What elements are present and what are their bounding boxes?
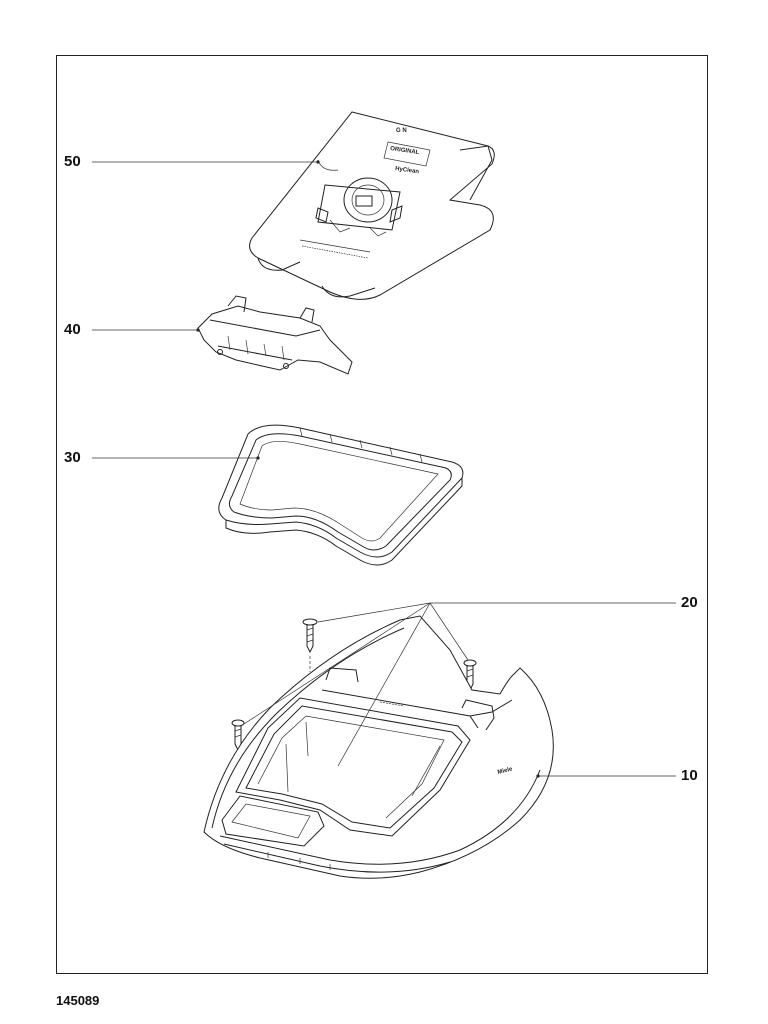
bag-brand-text: HyClean [395, 166, 420, 175]
bag-original-text: ORIGINAL [390, 146, 420, 156]
leader-lines [92, 160, 676, 778]
document-number: 145089 [56, 993, 100, 1008]
housing-logo: Miele [497, 766, 514, 776]
screw-1 [302, 618, 318, 672]
drawing-frame [56, 55, 708, 974]
callout-40: 40 [64, 321, 81, 338]
bag-letters: G N [396, 128, 407, 134]
callout-20: 20 [681, 594, 698, 611]
callout-30: 30 [64, 449, 81, 466]
callout-10: 10 [681, 767, 698, 784]
part-30-seal-frame [218, 424, 464, 566]
part-40-bag-holder [197, 295, 353, 375]
part-50-dust-bag: G N ORIGINAL HyClean [249, 111, 495, 300]
callout-50: 50 [64, 153, 81, 170]
part-10-housing-lid: Miele [203, 615, 554, 879]
